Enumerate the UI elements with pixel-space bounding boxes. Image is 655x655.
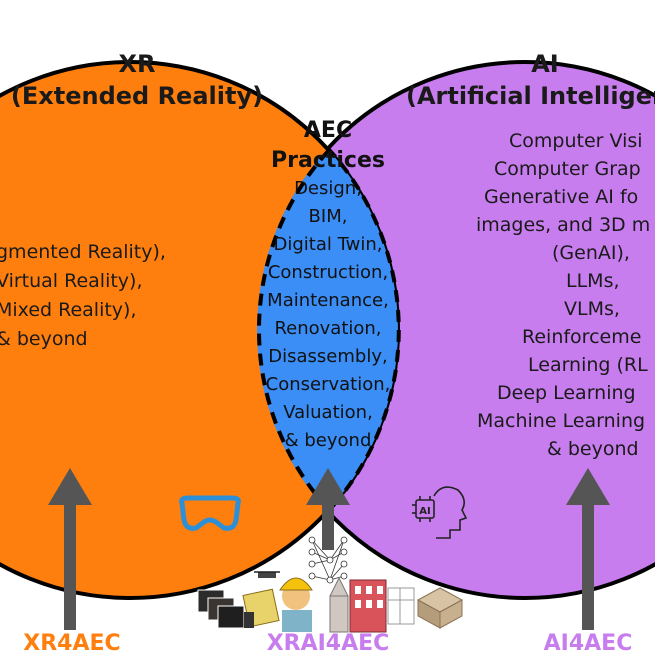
aec-item: Conservation,: [266, 374, 391, 395]
xr-item: gmented Reality),: [0, 241, 166, 263]
aec-collage-icon: [197, 571, 464, 633]
aec-lens-border-left: [326, 146, 401, 514]
xr-item: Mixed Reality),: [0, 299, 137, 321]
xr-item: & beyond: [0, 328, 88, 350]
ai-item: LLMs,: [566, 270, 620, 292]
ai-item: Reinforceme: [522, 326, 641, 348]
aec-title-line1: AEC: [304, 118, 352, 143]
ai-item: Deep Learning: [497, 382, 636, 404]
ai-item: (GenAI),: [552, 242, 630, 264]
right-up-arrow: [566, 468, 610, 630]
ai-head-icon: AI: [412, 486, 468, 539]
xr-subtitle: (Extended Reality): [11, 82, 263, 110]
aec-item: Construction,: [268, 262, 388, 283]
aec-item: Valuation,: [283, 402, 373, 423]
ai-item: Computer Grap: [494, 158, 641, 180]
xr-title: XR: [119, 50, 156, 78]
label-ai4aec: AI4AEC: [544, 631, 633, 655]
center-up-arrow: [306, 468, 350, 550]
aec-title-line2: Practices: [271, 148, 385, 173]
ai-title: AI: [531, 50, 559, 78]
svg-text:AI: AI: [419, 506, 430, 517]
aec-item: Design,: [294, 178, 362, 199]
ai-item: Generative AI fo: [484, 186, 638, 208]
aec-item: Renovation,: [274, 318, 381, 339]
aec-items: Design, BIM, Digital Twin, Construction,…: [266, 178, 391, 451]
ai-subtitle: (Artificial Intelligence: [406, 82, 655, 110]
ai-item: Machine Learning: [477, 410, 645, 432]
ai-item: Computer Visi: [509, 130, 643, 152]
aec-item: Maintenance,: [267, 290, 389, 311]
aec-item: BIM,: [309, 206, 348, 227]
label-xr4aec: XR4AEC: [23, 631, 120, 655]
ai-item: Learning (RL: [528, 354, 648, 376]
aec-item: & beyond: [285, 430, 372, 451]
ai-items: Computer Visi Computer Grap Generative A…: [476, 130, 650, 460]
left-up-arrow: [48, 468, 92, 630]
neural-network-icon: [308, 536, 348, 584]
xr-item: Virtual Reality),: [0, 270, 143, 292]
vr-headset-icon: [179, 495, 241, 531]
ai-item: VLMs,: [564, 298, 620, 320]
aec-item: Digital Twin,: [274, 234, 383, 255]
label-xrai4aec: XRAI4AEC: [267, 631, 390, 655]
ai-item: images, and 3D m: [476, 214, 650, 236]
aec-item: Disassembly,: [268, 346, 387, 367]
ai-item: & beyond: [547, 438, 639, 460]
